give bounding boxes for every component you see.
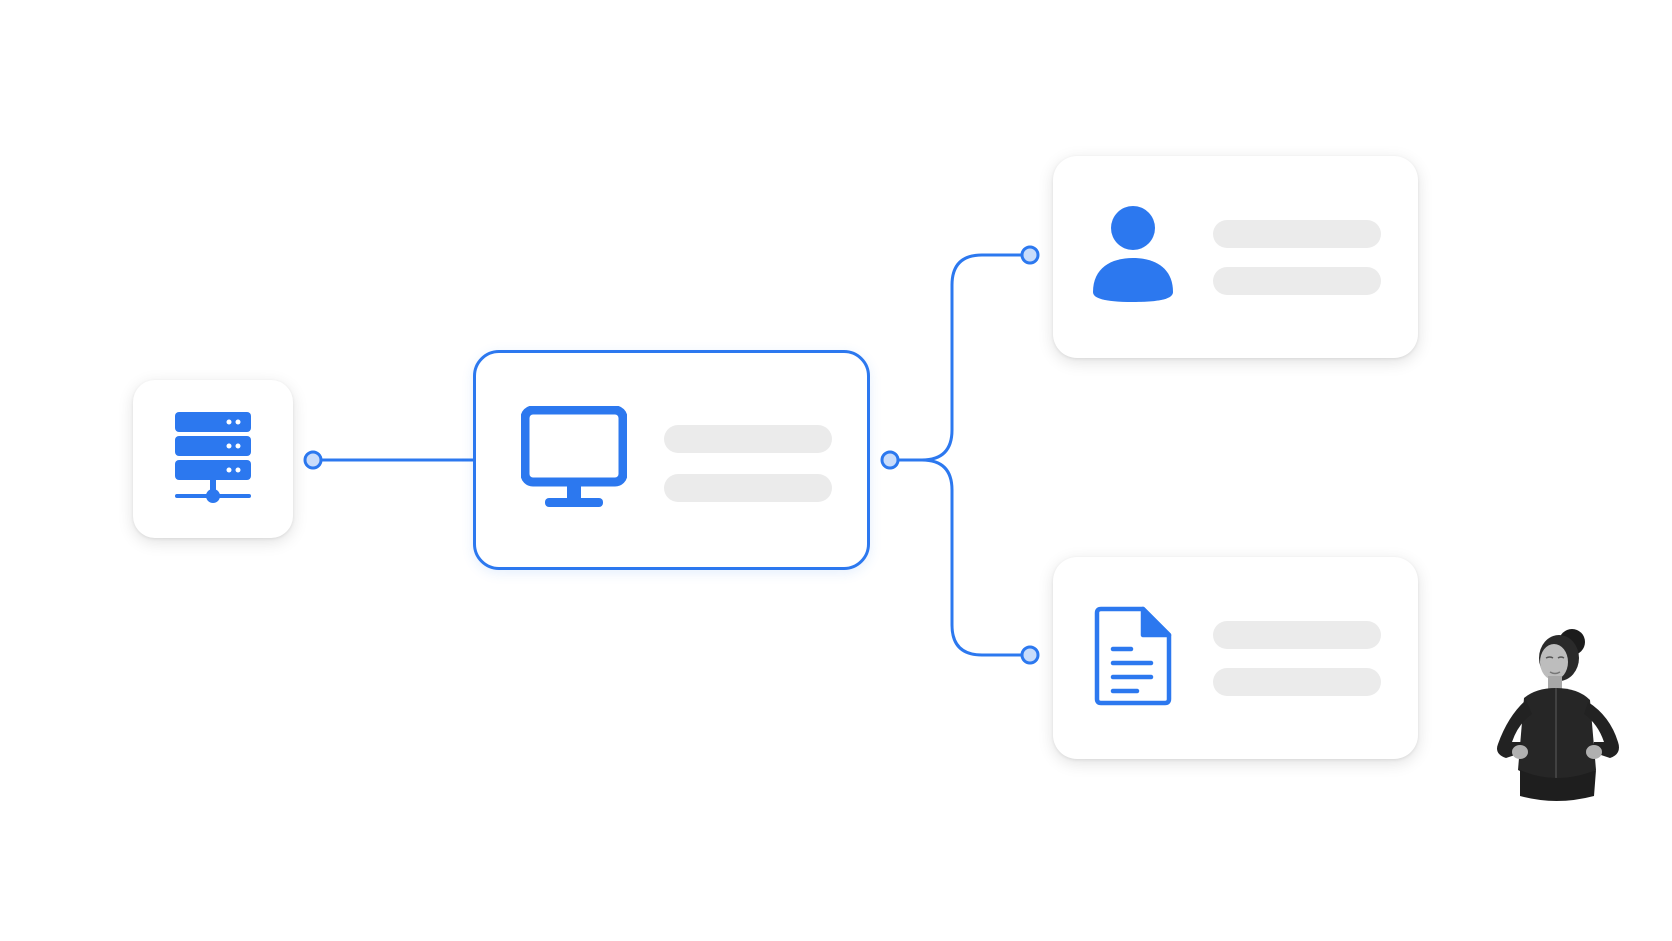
document-card bbox=[1053, 557, 1418, 759]
placeholder-line bbox=[664, 474, 832, 502]
placeholder-line bbox=[1213, 668, 1381, 696]
port-document bbox=[1020, 645, 1040, 665]
server-card bbox=[133, 380, 293, 538]
port-user bbox=[1020, 245, 1040, 265]
port-hub-right bbox=[880, 450, 900, 470]
port-server bbox=[303, 450, 323, 470]
placeholder-line bbox=[1213, 267, 1381, 295]
placeholder-line bbox=[1213, 621, 1381, 649]
user-card bbox=[1053, 156, 1418, 358]
monitor-icon bbox=[521, 406, 627, 507]
edge-hub-user bbox=[888, 253, 1032, 462]
placeholder-line bbox=[1213, 220, 1381, 248]
placeholder-line bbox=[664, 425, 832, 453]
hub-card bbox=[473, 350, 870, 570]
document-icon bbox=[1094, 606, 1172, 706]
user-icon bbox=[1093, 206, 1173, 302]
person-photo bbox=[1497, 629, 1619, 801]
edge-hub-document bbox=[888, 458, 1032, 657]
server-rack-icon bbox=[175, 412, 251, 503]
